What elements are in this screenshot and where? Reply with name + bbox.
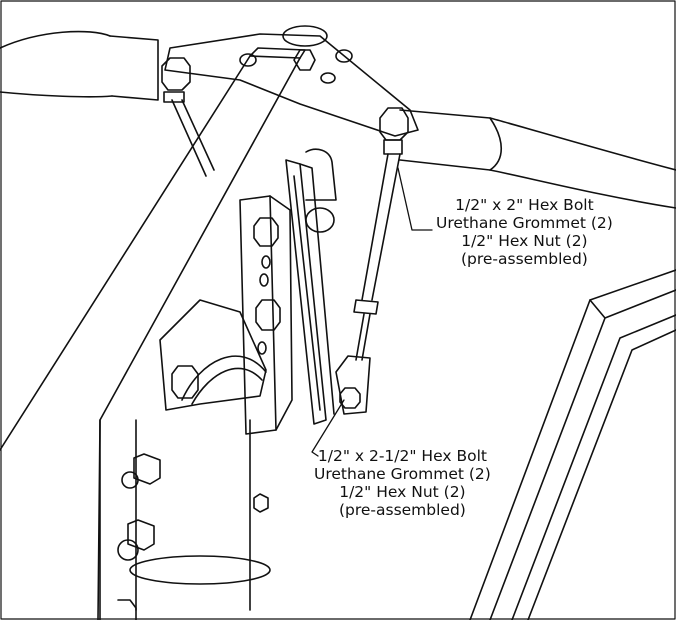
callout-line: 1/2" Hex Nut (2) [339, 483, 466, 501]
vertical-post [99, 419, 271, 620]
right-frame-rails [469, 269, 676, 620]
callout-line: Urethane Grommet (2) [436, 214, 613, 232]
angle-channel [285, 148, 337, 425]
callout-hex-bolt-2-5in: 1/2" x 2-1/2" Hex Bolt Urethane Grommet … [314, 447, 491, 519]
callout-line: 1/2" x 2" Hex Bolt [455, 196, 594, 214]
clamp-bolts [171, 217, 281, 399]
leader-lines [311, 167, 433, 457]
callout-hex-bolt-2in: 1/2" x 2" Hex Bolt Urethane Grommet (2) … [436, 196, 613, 268]
saddle-clamp [159, 195, 293, 435]
diagonal-tube [0, 47, 306, 620]
gas-strut [335, 107, 409, 415]
callout-line: 1/2" x 2-1/2" Hex Bolt [317, 447, 487, 465]
callout-line: 1/2" Hex Nut (2) [461, 232, 588, 250]
top-left-brace [161, 57, 215, 177]
callout-line: (pre-assembled) [460, 250, 588, 268]
post-bolts [117, 453, 269, 561]
callout-line: Urethane Grommet (2) [314, 465, 491, 483]
top-crossbar [0, 30, 676, 209]
callout-line: (pre-assembled) [338, 501, 466, 519]
